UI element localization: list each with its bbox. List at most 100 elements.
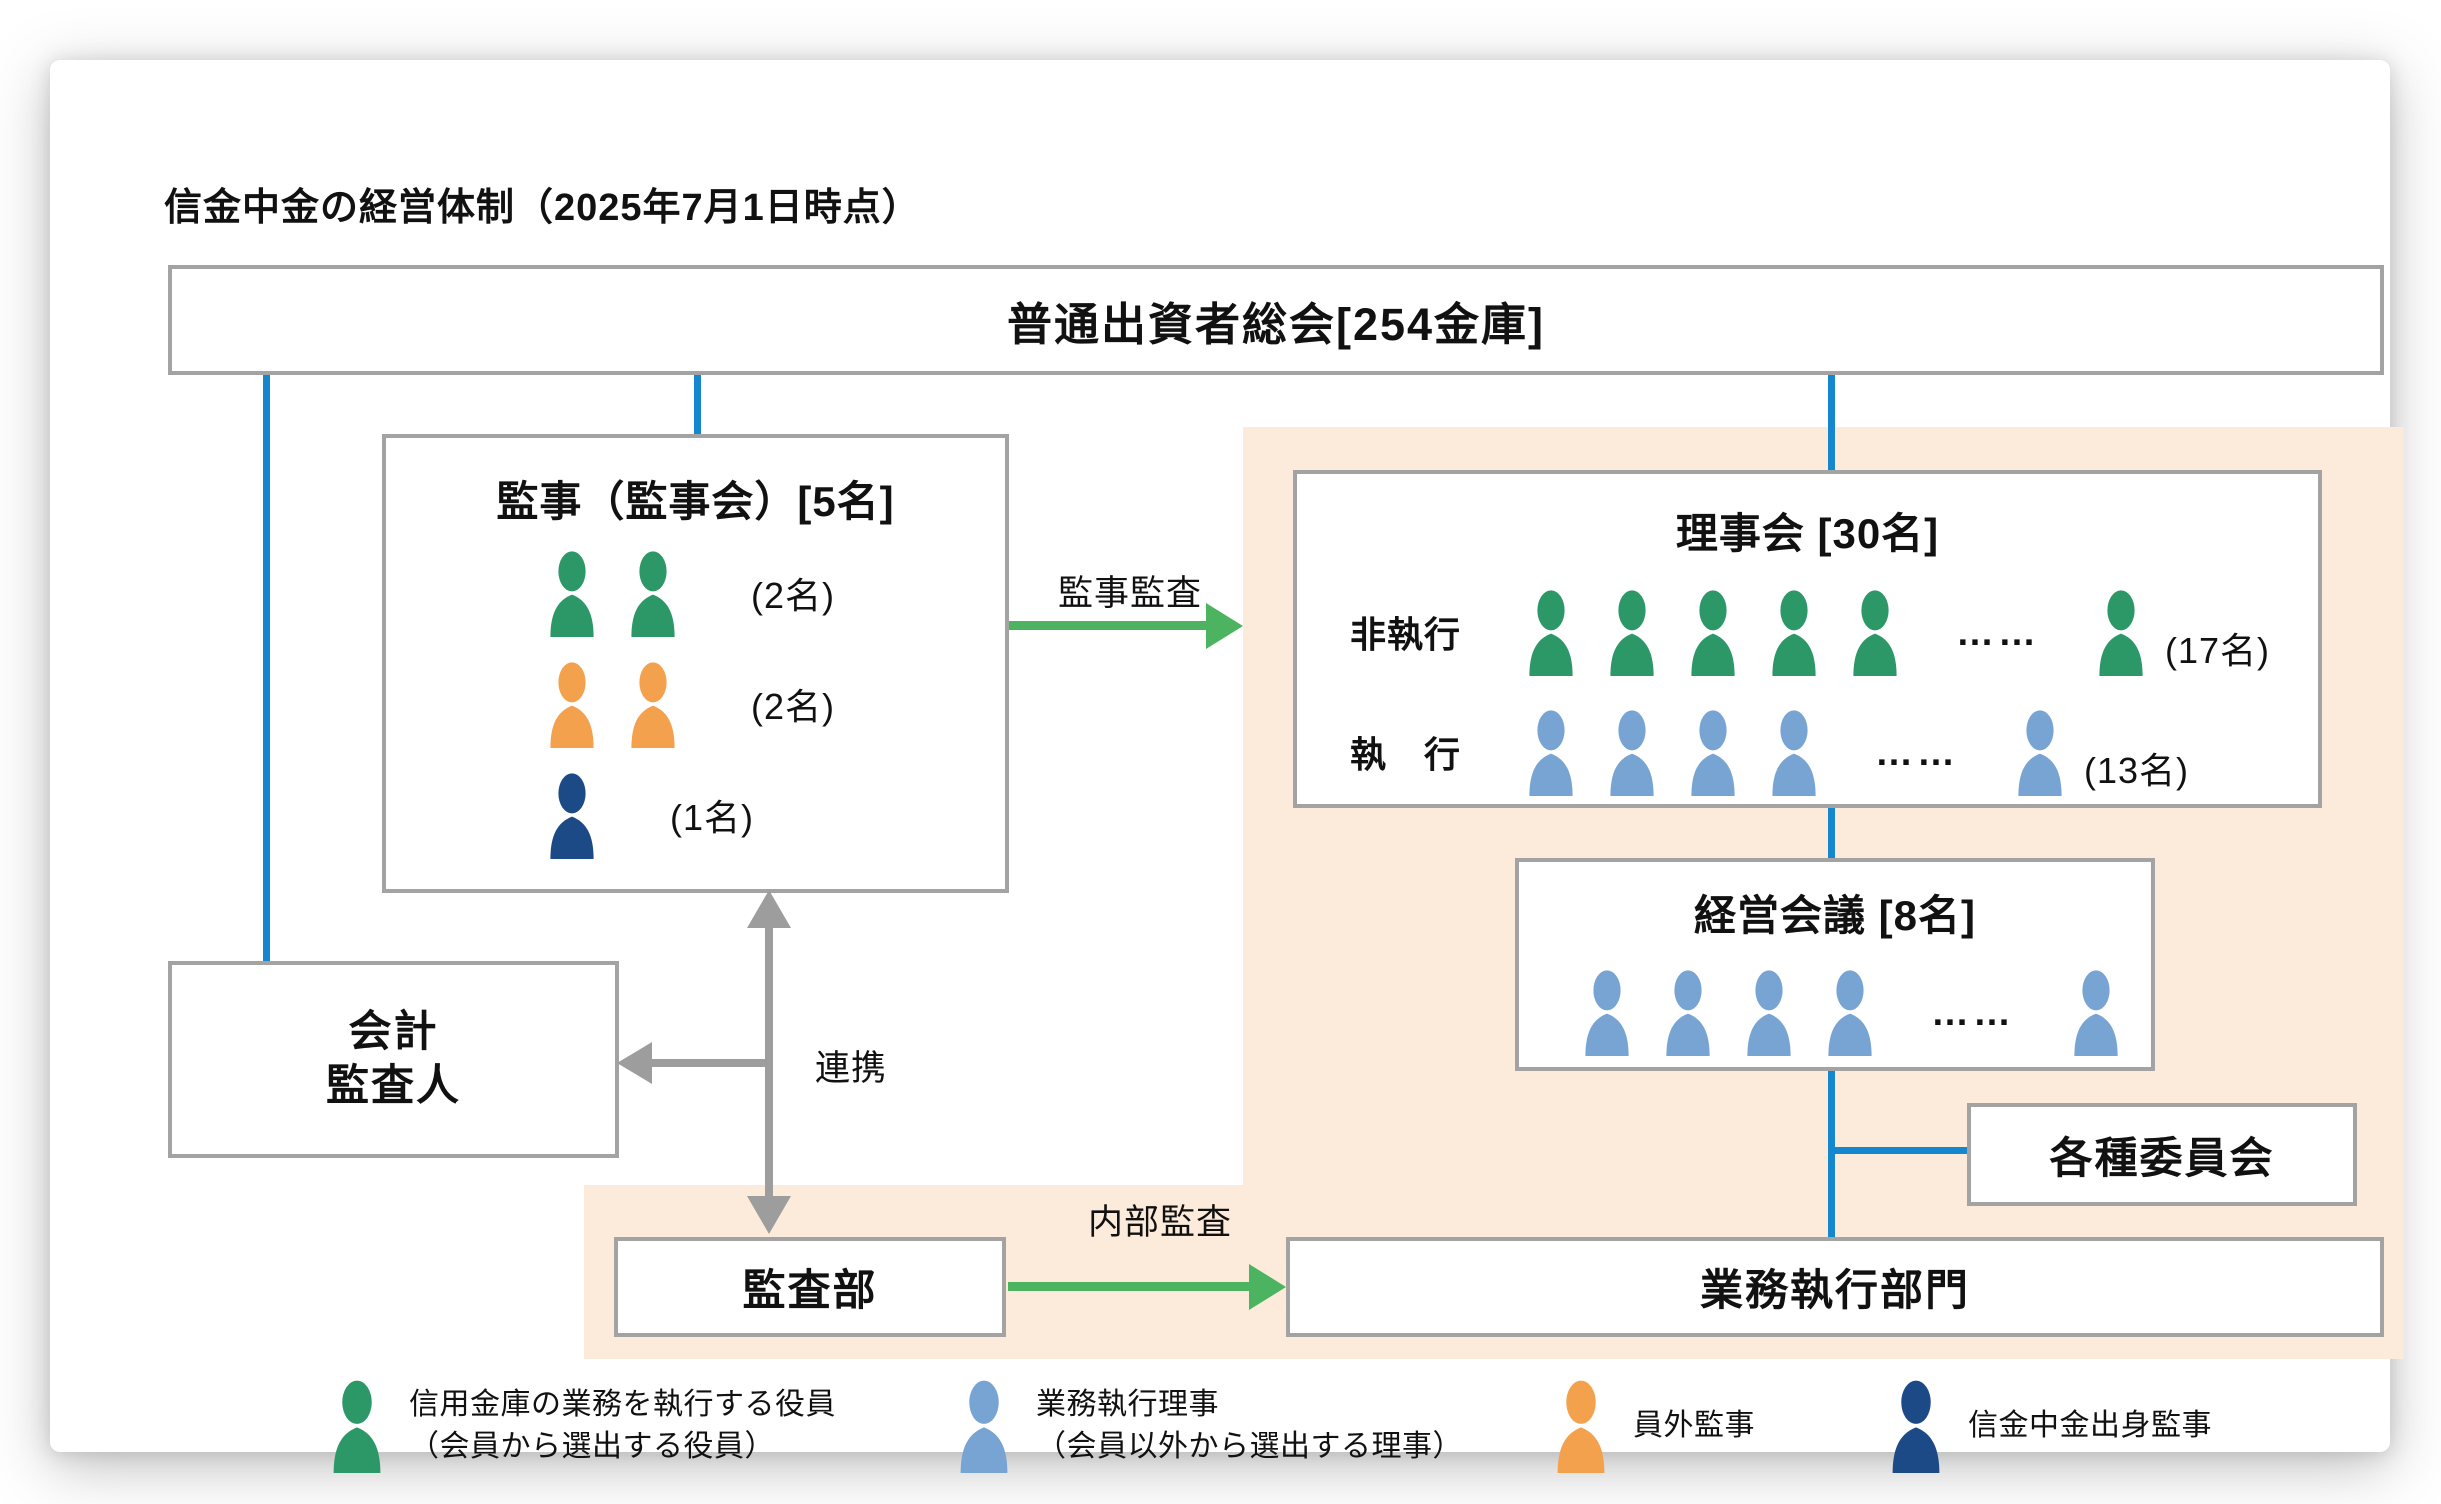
management-meeting-icons: ……: [1583, 968, 2120, 1056]
legend-item-executive-director: 業務執行理事 （会員以外から選出する理事）: [958, 1378, 1463, 1474]
legend-item-shinkin-chukin-auditor: 信金中金出身監事: [1890, 1378, 2212, 1474]
legend-navy-icon-wrap: [1890, 1378, 1942, 1474]
connector-board-to-management-meeting: [1828, 805, 1835, 860]
figure-title: 信金中金の経営体制（2025年7月1日時点）: [164, 187, 921, 229]
audit-department-label: 監査部: [742, 1267, 878, 1315]
person-icon-blue: [1828, 970, 1872, 1056]
person-icon-green: [1529, 590, 1573, 676]
person-icon-green: [2099, 590, 2143, 676]
connector-management-meeting-to-execution: [1828, 1068, 1835, 1239]
legend-green-line1: 信用金庫の業務を執行する役員: [409, 1388, 836, 1422]
legend-item-shinkin-executive: 信用金庫の業務を執行する役員 （会員から選出する役員）: [331, 1378, 836, 1474]
person-icon-blue: [2018, 710, 2062, 796]
legend-navy-line1: 信金中金出身監事: [1968, 1408, 2212, 1442]
audit-by-auditors-arrowhead: [1206, 603, 1243, 649]
person-icon-blue: [960, 1380, 1008, 1474]
audit-by-auditors-label: 監事監査: [1057, 574, 1202, 613]
person-icon-green: [1691, 590, 1735, 676]
auditors-navy-count: (1名): [670, 797, 754, 838]
board-row-non-executive: 非執行 …… (17名): [1350, 588, 2270, 676]
audit-by-auditors-arrow-line: [1009, 621, 1209, 630]
figure-card: 信金中金の経営体制（2025年7月1日時点） 普通出資者総会[254金庫] 監事…: [50, 60, 2404, 1474]
cooperation-arrowhead-down: [747, 1196, 791, 1234]
legend-blue-icon-wrap: [958, 1378, 1010, 1474]
cooperation-label: 連携: [815, 1049, 888, 1088]
ellipsis-dots: ……: [1931, 992, 2015, 1034]
legend-orange-line1: 員外監事: [1633, 1408, 1755, 1442]
person-icon-blue: [1666, 970, 1710, 1056]
person-icon-navy: [550, 773, 594, 859]
person-icon-blue: [1610, 710, 1654, 796]
legend-green-line2: （会員から選出する役員）: [409, 1429, 775, 1463]
connector-meeting-to-accounting-auditor: [263, 374, 270, 963]
person-icon-navy: [1892, 1380, 1940, 1474]
general-meeting-box: 普通出資者総会[254金庫]: [168, 265, 2384, 375]
cooperation-vertical-line: [765, 924, 773, 1202]
board-row-executive: 執 行 …… (13名): [1350, 708, 2189, 796]
legend-item-outside-auditor: 員外監事: [1555, 1378, 1755, 1474]
auditors-row-green: (2名): [548, 549, 835, 637]
board-box-title: 理事会 [30名]: [1675, 510, 1940, 557]
person-icon-green: [1853, 590, 1897, 676]
connector-meeting-to-auditors: [694, 374, 701, 436]
internal-audit-arrowhead: [1249, 1264, 1286, 1310]
management-meeting-title: 経営会議 [8名]: [1693, 892, 1976, 939]
legend-green-icon-wrap: [331, 1378, 383, 1474]
execution-division-box: 業務執行部門: [1286, 1237, 2384, 1337]
auditors-orange-count: (2名): [751, 686, 835, 727]
internal-audit-arrow-line: [1008, 1282, 1252, 1291]
executive-icons: ……: [1527, 708, 2064, 796]
connector-meeting-to-board: [1828, 374, 1835, 472]
cooperation-arrowhead-left: [617, 1042, 652, 1084]
person-icon-green: [1772, 590, 1816, 676]
committees-box: 各種委員会: [1967, 1103, 2357, 1206]
cooperation-arrowhead-up: [747, 890, 791, 928]
person-icon-orange: [1557, 1380, 1605, 1474]
auditors-box: 監事（監事会）[5名]: [382, 434, 1009, 893]
auditors-navy-icons: [548, 771, 596, 859]
legend-blue-line2: （会員以外から選出する理事）: [1036, 1429, 1463, 1463]
cooperation-horizontal-line: [650, 1059, 769, 1067]
person-icon-orange: [550, 662, 594, 748]
accounting-auditor-line1: 会計: [348, 1007, 439, 1056]
connector-to-committees: [1832, 1147, 1968, 1154]
auditors-row-navy: (1名): [548, 771, 754, 859]
person-icon-green: [631, 551, 675, 637]
non-executive-label: 非執行: [1350, 614, 1462, 655]
management-meeting-row: ……: [1583, 968, 2120, 1056]
non-executive-count: (17名): [2165, 630, 2271, 671]
accounting-auditor-line2: 監査人: [326, 1061, 461, 1110]
person-icon-blue: [2074, 970, 2118, 1056]
person-icon-blue: [1529, 710, 1573, 796]
executive-count: (13名): [2084, 750, 2190, 791]
person-icon-blue: [1772, 710, 1816, 796]
auditors-box-title: 監事（監事会）[5名]: [496, 478, 895, 525]
committees-label: 各種委員会: [2049, 1134, 2275, 1183]
person-icon-blue: [1747, 970, 1791, 1056]
person-icon-blue: [1585, 970, 1629, 1056]
legend-orange-text: 員外監事: [1633, 1405, 1755, 1446]
person-icon-blue: [1691, 710, 1735, 796]
person-icon-green: [550, 551, 594, 637]
auditors-row-orange: (2名): [548, 660, 835, 748]
internal-audit-label: 内部監査: [1087, 1203, 1232, 1242]
legend-blue-line1: 業務執行理事: [1036, 1388, 1219, 1422]
ellipsis-dots: ……: [1875, 732, 1959, 774]
auditors-orange-icons: [548, 660, 677, 748]
legend-green-text: 信用金庫の業務を執行する役員 （会員から選出する役員）: [409, 1384, 836, 1467]
legend-navy-text: 信金中金出身監事: [1968, 1405, 2212, 1446]
board-box: 理事会 [30名]: [1293, 470, 2322, 808]
auditors-green-icons: [548, 549, 677, 637]
legend-orange-icon-wrap: [1555, 1378, 1607, 1474]
general-meeting-label: 普通出資者総会[254金庫]: [1006, 298, 1546, 350]
person-icon-green: [1610, 590, 1654, 676]
person-icon-green: [333, 1380, 381, 1474]
audit-department-box: 監査部: [614, 1237, 1006, 1337]
legend-blue-text: 業務執行理事 （会員以外から選出する理事）: [1036, 1384, 1463, 1467]
non-executive-icons: ……: [1527, 588, 2145, 676]
accounting-auditor-box: 会計 監査人: [168, 961, 619, 1158]
ellipsis-dots: ……: [1956, 612, 2040, 654]
executive-label: 執 行: [1350, 734, 1462, 775]
execution-division-label: 業務執行部門: [1700, 1267, 1970, 1315]
